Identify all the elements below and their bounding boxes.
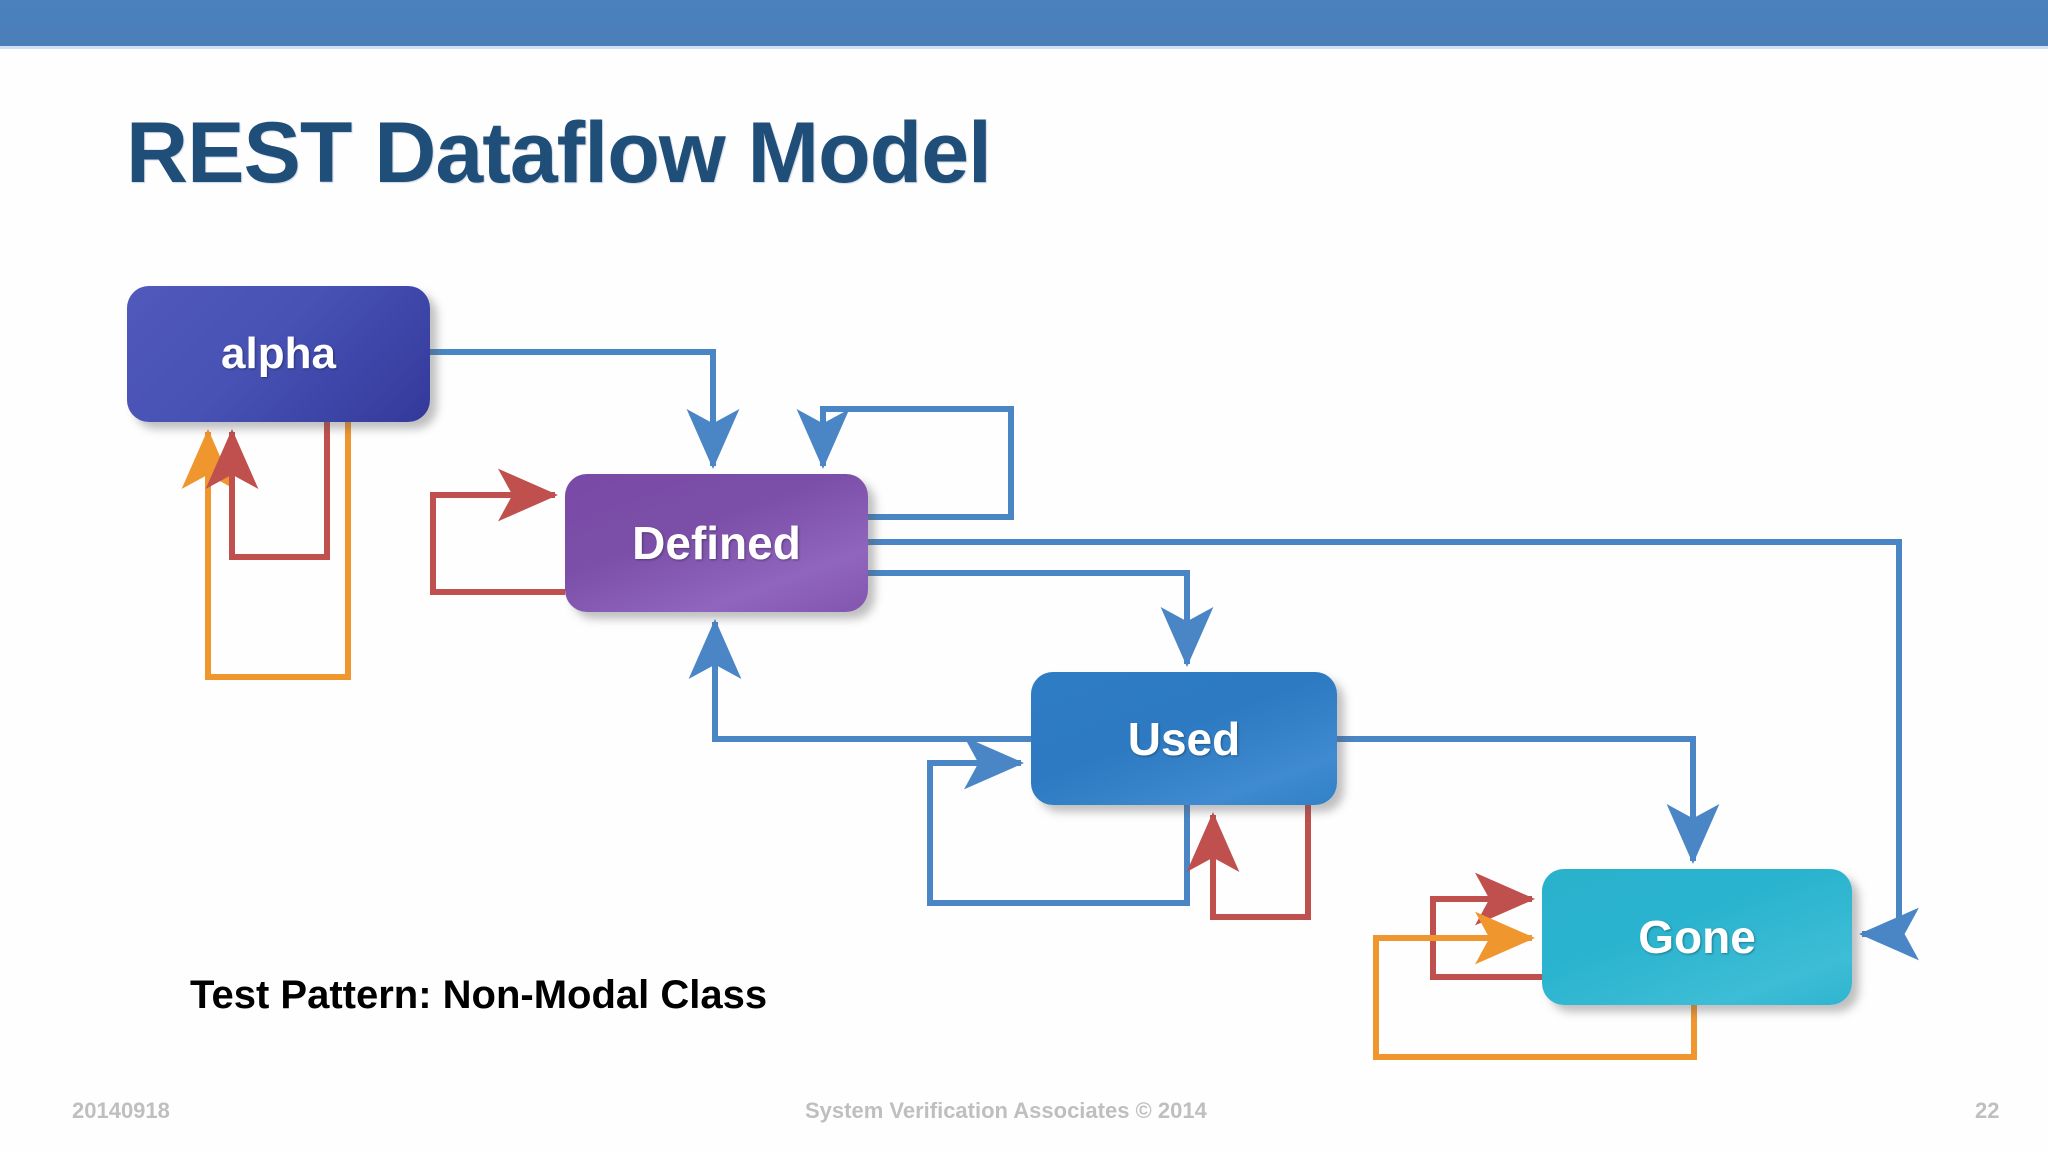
state-node-alpha-label: alpha (221, 329, 336, 378)
state-node-alpha[interactable]: alpha (127, 286, 430, 422)
footer-page-number: 22 (1975, 1098, 2000, 1123)
state-node-defined[interactable]: Defined (565, 474, 868, 612)
edge-defined-self-blue (796, 406, 1014, 520)
edge-defined-to-used (868, 570, 1214, 667)
edge-defined-to-gone (868, 539, 1919, 961)
top-accent-bar (0, 0, 2048, 49)
edge-alpha-self-red (205, 422, 330, 560)
edge-alpha-self-orange (181, 422, 351, 680)
page-title: REST Dataflow Model (126, 105, 992, 201)
edge-used-to-gone (1337, 736, 1720, 864)
state-node-defined-label: Defined (632, 517, 801, 569)
state-node-gone-label: Gone (1638, 911, 1756, 963)
footer-date: 20140918 (72, 1098, 170, 1123)
footer-attribution: System Verification Associates © 2014 (805, 1098, 1207, 1123)
edge-used-self-red (1186, 805, 1311, 920)
edge-used-to-defined (688, 619, 1031, 742)
state-node-used[interactable]: Used (1031, 672, 1337, 805)
state-node-used-label: Used (1127, 712, 1241, 765)
edge-alpha-to-defined (430, 349, 740, 469)
state-node-gone[interactable]: Gone (1542, 869, 1852, 1005)
edge-gone-self-orange (1373, 911, 1697, 1060)
edge-defined-self-red (430, 468, 565, 595)
test-pattern-caption: Test Pattern: Non-Modal Class (190, 973, 768, 1017)
